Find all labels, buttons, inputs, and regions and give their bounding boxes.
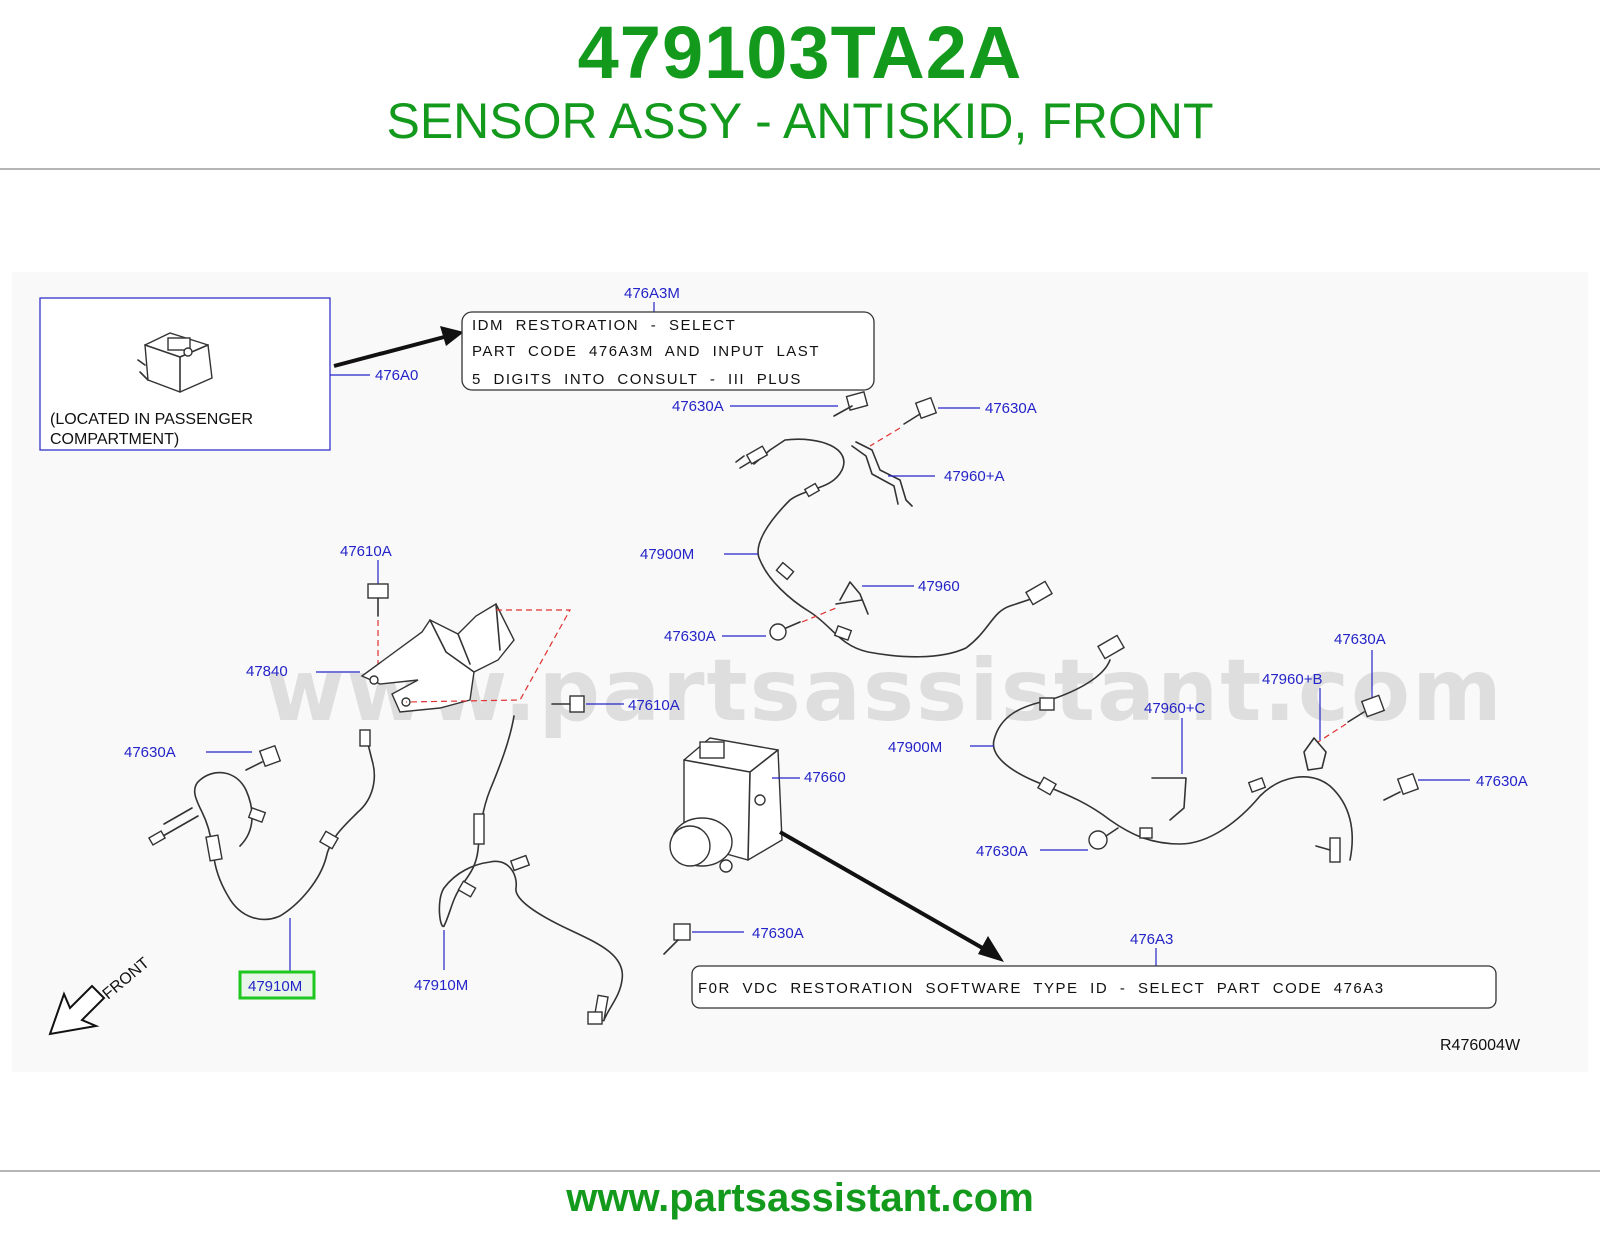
vdc-arrow <box>779 830 1004 962</box>
bolt-icon <box>1347 694 1386 723</box>
label-47630a-6: 47630A <box>1476 773 1528 790</box>
label-47960c: 47960+C <box>1144 700 1205 717</box>
page-header: 479103TA2A SENSOR ASSY - ANTISKID, FRONT <box>0 0 1600 168</box>
assembly-dash <box>869 427 901 447</box>
footer-divider <box>0 1170 1600 1172</box>
bolt-icon <box>663 923 691 955</box>
label-47610a-1: 47610A <box>340 543 392 560</box>
label-47630a-4: 47630A <box>124 744 176 761</box>
bracket-47960c <box>1151 777 1187 821</box>
label-47960a: 47960+A <box>944 468 1004 485</box>
wheel-sensor-wire-47910m <box>193 735 376 921</box>
bracket-47960 <box>835 581 869 615</box>
label-47630a-8: 47630A <box>752 925 804 942</box>
vdc-note-box <box>691 965 1497 1009</box>
bracket-47960b <box>1303 737 1327 771</box>
part-description: SENSOR ASSY - ANTISKID, FRONT <box>386 93 1214 149</box>
footer-url-link[interactable]: www.partsassistant.com <box>566 1176 1034 1220</box>
vdc-note-text: F0R VDC RESTORATION SOFTWARE TYPE ID - S… <box>698 980 1385 997</box>
idm-note-line2: PART CODE 476A3M AND INPUT LAST <box>472 343 820 360</box>
bolt-icon <box>367 583 389 617</box>
connector <box>1097 634 1125 660</box>
label-47630a-3: 47630A <box>664 628 716 645</box>
bracket-47840 <box>360 603 515 713</box>
diagram-reference-code: R476004W <box>1440 1037 1521 1054</box>
bolt-icon <box>1088 827 1119 850</box>
highlighted-part-label[interactable]: 47910M <box>248 978 302 995</box>
bolt-icon <box>551 695 585 713</box>
idm-note-box <box>461 311 875 391</box>
connector <box>1025 580 1053 606</box>
bracket-47960a <box>855 441 913 507</box>
idm-note-line1: IDM RESTORATION - SELECT <box>472 317 736 334</box>
bolt-icon <box>833 391 869 417</box>
label-47960b: 47960+B <box>1262 671 1322 688</box>
label-476a3: 476A3 <box>1130 931 1173 948</box>
location-note-line2: COMPARTMENT) <box>50 431 179 448</box>
label-47630a-7: 47630A <box>976 843 1028 860</box>
label-47630a-5: 47630A <box>1334 631 1386 648</box>
front-arrow-icon <box>48 984 106 1036</box>
label-47960: 47960 <box>918 578 960 595</box>
label-47840: 47840 <box>246 663 288 680</box>
location-note-line1: (LOCATED IN PASSENGER <box>50 411 253 428</box>
idm-note-line3: 5 DIGITS INTO CONSULT - III PLUS <box>472 371 802 388</box>
label-47630a-2: 47630A <box>985 400 1037 417</box>
label-47610a-2: 47610A <box>628 697 680 714</box>
label-47910m-2: 47910M <box>414 977 468 994</box>
wheel-sensor-wire <box>443 715 515 927</box>
part-number-title: 479103TA2A <box>577 11 1023 94</box>
bolt-icon <box>903 396 938 425</box>
label-47900m-2: 47900M <box>888 739 942 756</box>
label-47900m-1: 47900M <box>640 546 694 563</box>
abs-actuator-icon <box>669 737 783 873</box>
label-476a0: 476A0 <box>375 367 418 384</box>
highlighted-part-box[interactable] <box>238 970 316 1000</box>
label-476a3m: 476A3M <box>624 285 680 302</box>
label-47630a-1: 47630A <box>672 398 724 415</box>
bolt-icon <box>769 621 801 641</box>
wheel-sensor-wire <box>992 659 1353 861</box>
idm-module-icon <box>137 332 213 393</box>
bolt-icon <box>1383 772 1420 801</box>
idm-arrow <box>333 326 464 368</box>
label-47660: 47660 <box>804 769 846 786</box>
bolt-icon <box>245 744 282 771</box>
header-divider <box>0 168 1600 170</box>
wheel-sensor-wire <box>753 438 1041 658</box>
